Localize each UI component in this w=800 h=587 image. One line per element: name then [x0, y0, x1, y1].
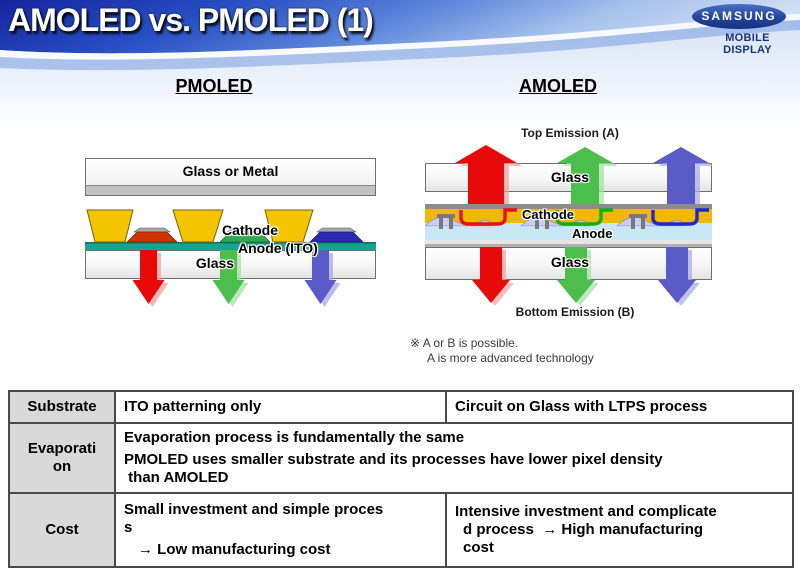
pmoled-layer-stack: [85, 209, 376, 250]
evaporation-merged-cell: Evaporation process is fundamentally the…: [114, 422, 794, 494]
table-row-cost: Cost Small investment and simple proces …: [8, 492, 794, 568]
pmoled-bottom-glass-label: Glass: [195, 255, 235, 271]
note-line-1: ※ A or B is possible.: [410, 336, 519, 350]
row-header-cost: Cost: [8, 492, 116, 568]
metal-strip: [86, 185, 375, 195]
cost-pmoled-cell: Small investment and simple proces s → L…: [114, 492, 447, 568]
amoled-tft-layer: [425, 204, 712, 247]
amoled-anode-label: Anode: [572, 226, 613, 241]
note-line-2: A is more advanced technology: [427, 351, 594, 365]
amoled-bottom-emission-arrows: [472, 247, 700, 305]
pmoled-heading: PMOLED: [175, 76, 253, 96]
substrate-pmoled-cell: ITO patterning only: [114, 390, 447, 424]
pmoled-emission-arrows: [132, 250, 341, 307]
table-row-substrate: Substrate ITO patterning only Circuit on…: [8, 390, 794, 424]
pmoled-anode-label: Anode (ITO): [238, 240, 318, 256]
pmoled-cathode-label: Cathode: [222, 222, 278, 238]
pmoled-glass-or-metal-box: [85, 158, 376, 196]
amoled-top-emission-arrows: [455, 145, 712, 206]
table-row-evaporation: Evaporati on Evaporation process is fund…: [8, 422, 794, 494]
reference-mark: ※: [410, 336, 421, 350]
pmoled-glass-or-metal-label: Glass or Metal: [182, 163, 279, 179]
samsung-logo: SAMSUNG: [692, 4, 786, 29]
amoled-heading: AMOLED: [519, 76, 597, 96]
cost-amoled-cell: Intensive investment and complicate d pr…: [445, 492, 794, 568]
amoled-bottom-emission-label: Bottom Emission (B): [515, 305, 635, 319]
amoled-top-glass-label: Glass: [550, 169, 590, 185]
amoled-cathode-label: Cathode: [522, 207, 574, 222]
row-header-evaporation: Evaporati on: [8, 422, 116, 494]
header-gradient: [0, 0, 800, 130]
mobile-display-wordmark: MOBILE DISPLAY: [723, 32, 772, 56]
row-header-substrate: Substrate: [8, 390, 116, 424]
amoled-top-emission-label: Top Emission (A): [521, 126, 619, 140]
page-title: AMOLED vs. PMOLED (1): [8, 2, 374, 38]
substrate-amoled-cell: Circuit on Glass with LTPS process: [445, 390, 794, 424]
amoled-bottom-glass-label: Glass: [550, 254, 590, 270]
comparison-table: Substrate ITO patterning only Circuit on…: [8, 390, 794, 568]
